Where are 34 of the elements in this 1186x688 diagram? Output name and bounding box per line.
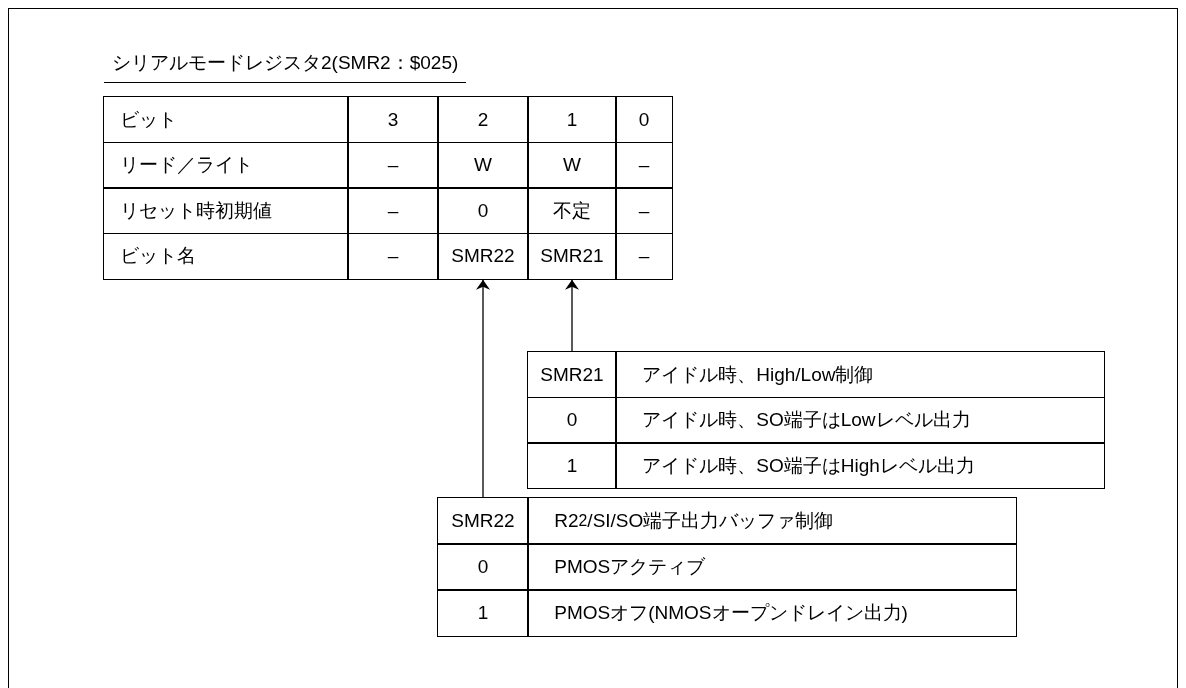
table-cell: PMOSアクティブ (527, 543, 1017, 591)
table-cell: 0 (615, 96, 673, 144)
register-title: シリアルモードレジスタ2(SMR2：$025) (104, 50, 467, 83)
table-cell: – (347, 232, 439, 280)
table-cell: 1 (527, 96, 617, 144)
table-cell: SMR22 (437, 497, 529, 545)
table-cell: アイドル時、High/Low制御 (615, 351, 1105, 399)
table-cell: W (437, 141, 529, 189)
table-cell: アイドル時、SO端子はLowレベル出力 (615, 396, 1105, 444)
table-cell: SMR21 (527, 232, 617, 280)
table-cell: – (615, 232, 673, 280)
table-cell: リード／ライト (103, 141, 349, 189)
table-cell: 0 (437, 187, 529, 235)
table-cell: ビット名 (103, 232, 349, 280)
table-cell: – (615, 141, 673, 189)
table-cell: 0 (437, 543, 529, 591)
table-cell: アイドル時、SO端子はHighレベル出力 (615, 442, 1105, 490)
arrow (565, 279, 579, 352)
table-cell: 不定 (527, 187, 617, 235)
table-cell: 1 (527, 442, 617, 490)
table-cell: W (527, 141, 617, 189)
table-cell: SMR21 (527, 351, 617, 399)
table-cell: – (615, 187, 673, 235)
table-cell: – (347, 187, 439, 235)
arrow (476, 279, 490, 498)
table-cell: 0 (527, 396, 617, 444)
table-cell: 1 (437, 589, 529, 637)
table-cell: 2 (437, 96, 529, 144)
table-cell: PMOSオフ(NMOSオープンドレイン出力) (527, 589, 1017, 637)
table-cell: リセット時初期値 (103, 187, 349, 235)
table-cell: – (347, 141, 439, 189)
table-cell: SMR22 (437, 232, 529, 280)
table-cell: ビット (103, 96, 349, 144)
table-cell: 3 (347, 96, 439, 144)
